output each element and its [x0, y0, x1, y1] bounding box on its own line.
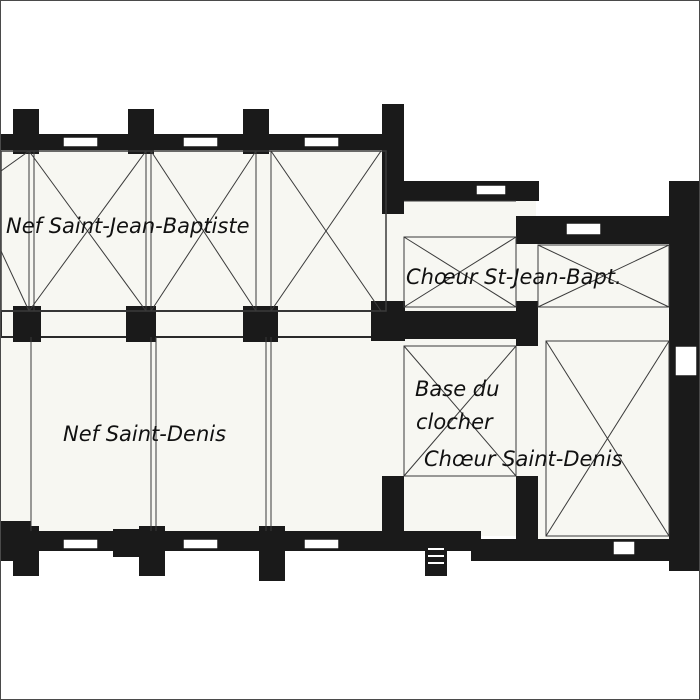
pier: [516, 301, 538, 346]
tower-choir-wall: [386, 311, 538, 339]
vault-ribs-nave-sjb: [1, 150, 387, 312]
arcade: [1, 301, 538, 346]
corner-pier: [113, 529, 163, 557]
south-wall-choir: [471, 539, 671, 561]
windows: [62, 136, 698, 556]
window: [674, 345, 698, 377]
corner-pier: [1, 521, 31, 561]
bays-nave-sd: [30, 337, 272, 531]
buttress-north: [128, 109, 154, 154]
window: [182, 136, 219, 148]
pier: [13, 306, 41, 342]
floor-fill: [1, 136, 671, 541]
window: [303, 538, 340, 550]
label-bell-tower-base-line2: clocher: [416, 410, 494, 434]
buttresses: [1, 109, 285, 581]
label-nave-saint-denis: Nef Saint-Denis: [63, 422, 226, 446]
window: [612, 540, 636, 556]
buttress-north: [13, 109, 39, 154]
buttress-north: [243, 109, 269, 154]
spiral-staircase: [425, 541, 447, 576]
pier: [126, 306, 156, 342]
bell-tower-south-pier: [382, 476, 404, 544]
choir-pier-south: [516, 476, 538, 546]
window: [62, 538, 99, 550]
window: [303, 136, 340, 148]
window: [62, 136, 99, 148]
bell-tower-north-wall: [382, 181, 539, 201]
label-choir-saint-denis: Chœur Saint-Denis: [424, 447, 623, 471]
window: [182, 538, 219, 550]
window: [565, 222, 602, 236]
vault-ribs-choir: [403, 200, 670, 537]
buttress-south: [259, 526, 285, 581]
label-choir-st-jean-bapt: Chœur St-Jean-Bapt.: [406, 265, 622, 289]
label-nave-saint-jean-baptiste: Nef Saint-Jean-Baptiste: [6, 214, 250, 238]
window: [475, 184, 507, 196]
label-bell-tower-base-line1: Base du: [415, 377, 499, 401]
pier: [243, 306, 278, 342]
